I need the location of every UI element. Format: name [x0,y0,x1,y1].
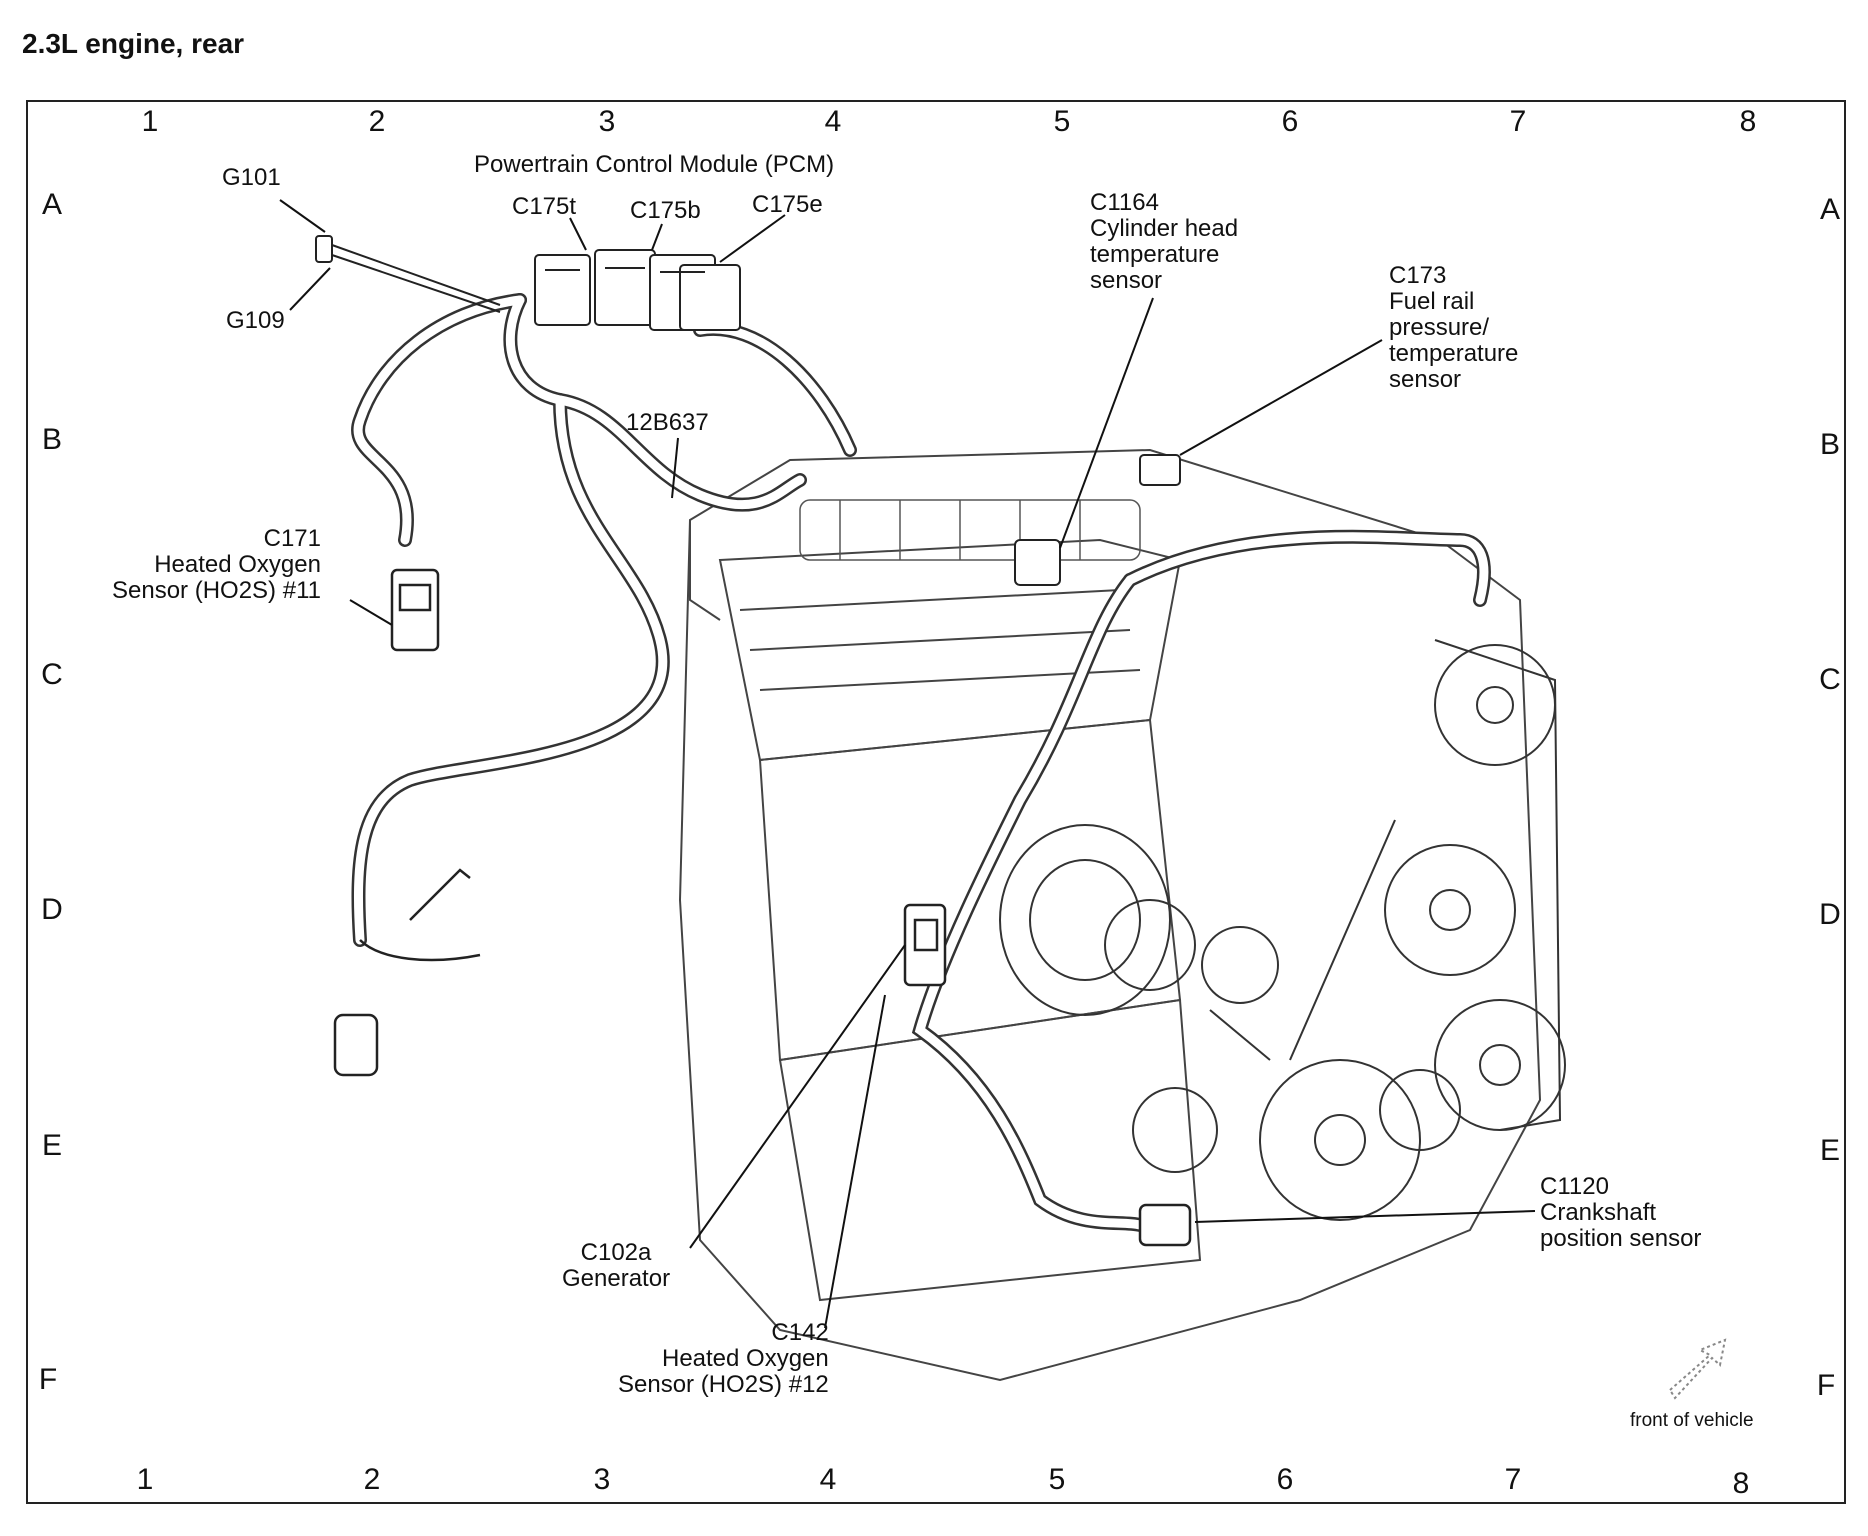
grid-row-right-b: B [1819,428,1841,461]
callout-c102a: C102a Generator [562,1239,671,1292]
front-of-vehicle-arrow-icon [1668,1338,1727,1400]
grid-col-bottom-6: 6 [1276,1463,1294,1496]
fuel-rail-sensor-connector [1139,454,1181,486]
callout-c175b: C175b [630,197,701,224]
callout-c175t: C175t [512,193,577,220]
grid-col-top-3: 3 [598,105,616,138]
grid-row-right-e: E [1819,1134,1841,1167]
grid-col-top-1: 1 [141,105,159,138]
callout-c171: C171 Heated Oxygen Sensor (HO2S) #11 [112,525,321,604]
grid-col-bottom-4: 4 [819,1463,837,1496]
callout-c1164: C1164 Cylinder head temperature sensor [1090,189,1239,294]
ho2s-lower-connector [333,868,481,1077]
callout-g109: G109 [226,307,285,334]
grid-col-bottom-8: 8 [1732,1467,1750,1500]
grid-row-right-f: F [1816,1369,1836,1402]
grid-col-top-2: 2 [368,105,386,138]
callout-c142: C142 Heated Oxygen Sensor (HO2S) #12 [618,1319,829,1398]
grid-row-right-a: A [1819,193,1841,226]
generator [999,824,1171,1016]
callout-c173: C173 Fuel rail pressure/ temperature sen… [1389,262,1519,393]
leader-lines [279,199,1536,1329]
grid-col-top-8: 8 [1739,105,1757,138]
pulley-group [1104,639,1566,1221]
crankshaft-sensor-connector [1138,1203,1192,1247]
page-title: 2.3L engine, rear [22,28,245,59]
grid-row-right-d: D [1819,898,1841,931]
grid-col-top-5: 5 [1053,105,1071,138]
generator-connector [903,903,947,987]
grid-row-left-d: D [41,893,63,926]
ho2s-11-connector [390,568,440,652]
callout-c1120: C1120 Crankshaft position sensor [1540,1173,1702,1252]
grid-col-bottom-1: 1 [136,1463,154,1496]
grid-row-right-c: C [1819,663,1841,696]
engine-block [678,448,1542,1382]
cylinder-head-temp-sensor [1014,539,1061,586]
grid-row-left-e: E [41,1129,63,1162]
grid-col-top-4: 4 [824,105,842,138]
wiring-harness [351,293,1491,1232]
grid-col-bottom-5: 5 [1048,1463,1066,1496]
front-of-vehicle-label: front of vehicle [1630,1410,1754,1431]
grid-row-left-b: B [41,423,63,456]
grid-col-bottom-7: 7 [1504,1463,1522,1496]
grid-row-left-c: C [41,658,63,691]
callout-12b637: 12B637 [626,409,709,436]
callout-c175e: C175e [752,191,823,218]
grid-col-bottom-2: 2 [363,1463,381,1496]
callout-g101: G101 [222,164,281,191]
grid-col-top-6: 6 [1281,105,1299,138]
grid-row-left-a: A [41,188,63,221]
diagram-frame [26,100,1846,1504]
grid-row-left-f: F [38,1363,58,1396]
pcm-connectors [534,249,741,331]
grid-col-bottom-3: 3 [593,1463,611,1496]
valve-cover [799,499,1141,561]
wiring-harness-inner [353,295,1489,1230]
ground-terminals [315,235,501,313]
grid-col-top-7: 7 [1509,105,1527,138]
callout-pcm: Powertrain Control Module (PCM) [474,151,835,178]
